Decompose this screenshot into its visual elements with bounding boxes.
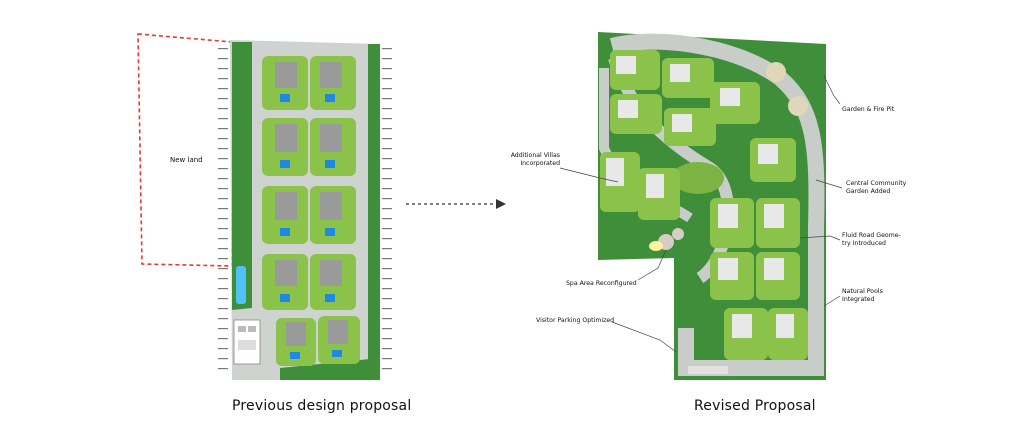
fire-pit-circle-2 <box>788 96 808 116</box>
villa-block-3 <box>262 186 356 244</box>
annotation-spa-area: Spa Area Reconfigured <box>566 280 637 287</box>
transition-arrow <box>406 199 506 209</box>
visitor-parking <box>688 366 728 374</box>
new-land-label: New land <box>170 156 203 164</box>
revised-site-plan <box>598 32 826 380</box>
right-green-strip <box>368 44 380 380</box>
left-lot-ticks <box>218 48 228 370</box>
villa-block-4 <box>262 254 356 310</box>
spa-area <box>649 228 684 251</box>
annotation-garden-fire-pit: Garden & Fire Pit <box>842 106 895 113</box>
previous-site-plan <box>137 33 392 380</box>
villa-block-1 <box>262 56 356 110</box>
villa-cluster-mid <box>610 94 796 182</box>
annotation-additional-villas: Additional Villas Incorporated <box>510 152 560 167</box>
annotation-central-garden: Central Community Garden Added <box>846 180 907 195</box>
fire-pit-circle-1 <box>766 62 786 82</box>
central-garden <box>672 162 724 194</box>
revised-proposal-caption: Revised Proposal <box>694 398 816 414</box>
right-lot-ticks <box>382 48 392 370</box>
long-pool <box>236 266 246 304</box>
left-green-strip <box>232 42 252 310</box>
villa-cluster-east <box>710 198 808 360</box>
villa-block-5 <box>276 316 360 366</box>
previous-design-caption: Previous design proposal <box>232 398 412 414</box>
villa-cluster-north <box>610 50 760 124</box>
villa-cluster-west <box>600 152 680 220</box>
annotation-fluid-road: Fluid Road Geome- try Introduced <box>842 232 901 247</box>
annotation-visitor-parking: Visitor Parking Optimized <box>536 317 615 324</box>
annotation-natural-pools: Natural Pools Integrated <box>842 288 883 303</box>
villa-block-2 <box>262 118 356 176</box>
